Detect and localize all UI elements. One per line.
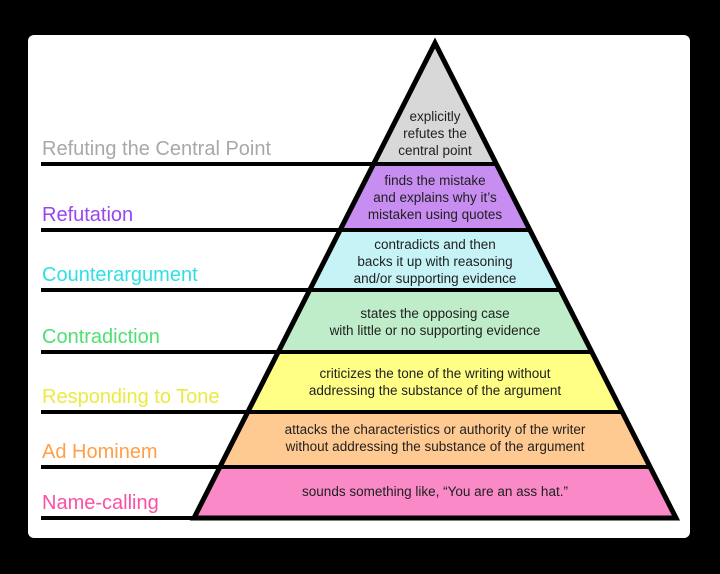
desc-line: backs it up with reasoning [357, 254, 513, 269]
tier-label-refutation: Refutation [42, 204, 134, 226]
tier-shape-refuting-the-central-point [373, 43, 497, 164]
tier-shape-ad-hominem [219, 412, 651, 467]
desc-line: without addressing the substance of the … [285, 439, 585, 454]
tier-label-counterargument: Counterargument [42, 264, 198, 286]
desc-line: with little or no supporting evidence [329, 323, 541, 338]
tier-label-contradiction: Contradiction [42, 326, 160, 348]
desc-line: states the opposing case [360, 306, 510, 321]
desc-line: refutes the [403, 126, 467, 141]
tier-shape-counterargument [309, 230, 561, 290]
desc-line: attacks the characteristics or authority… [284, 422, 586, 437]
desc-line: explicitly [409, 109, 461, 124]
tier-label-refuting-the-central-point: Refuting the Central Point [42, 138, 272, 160]
pyramid-outline [189, 37, 681, 521]
desc-line: finds the mistake [384, 173, 486, 188]
desc-line: central point [398, 143, 472, 158]
tier-shape-responding-to-tone [247, 352, 623, 412]
tier-desc-refuting-the-central-point: explicitly refutes the central point [398, 108, 472, 159]
tier-label-name-calling: Name-calling [42, 492, 159, 514]
pyramid-graphic [41, 37, 681, 521]
tier-label-responding-to-tone: Responding to Tone [42, 386, 220, 408]
tier-label-ad-hominem: Ad Hominem [42, 441, 158, 463]
desc-line: and/or supporting evidence [353, 271, 517, 286]
tier-shape-contradiction [278, 290, 592, 352]
tier-desc-contradiction: states the opposing case with little or … [330, 305, 541, 339]
tier-desc-ad-hominem: attacks the characteristics or authority… [285, 421, 586, 455]
tier-desc-refutation: finds the mistake and explains why it’s … [368, 172, 502, 223]
desc-line: contradicts and then [374, 237, 496, 252]
desc-line: criticizes the tone of the writing witho… [319, 366, 551, 381]
desc-line: mistaken using quotes [367, 207, 503, 222]
desc-line: and explains why it’s [373, 190, 497, 205]
tier-desc-name-calling: sounds something like, “You are an ass h… [302, 483, 568, 500]
tier-shape-name-calling [194, 467, 676, 518]
diagram-panel: Refuting the Central Point Refutation Co… [28, 35, 690, 538]
tier-desc-responding-to-tone: criticizes the tone of the writing witho… [309, 365, 561, 399]
desc-line: addressing the substance of the argument [308, 383, 562, 398]
desc-line: sounds something like, “You are an ass h… [302, 484, 568, 499]
tier-shape-refutation [340, 164, 530, 230]
tier-desc-counterargument: contradicts and then backs it up with re… [354, 236, 517, 287]
